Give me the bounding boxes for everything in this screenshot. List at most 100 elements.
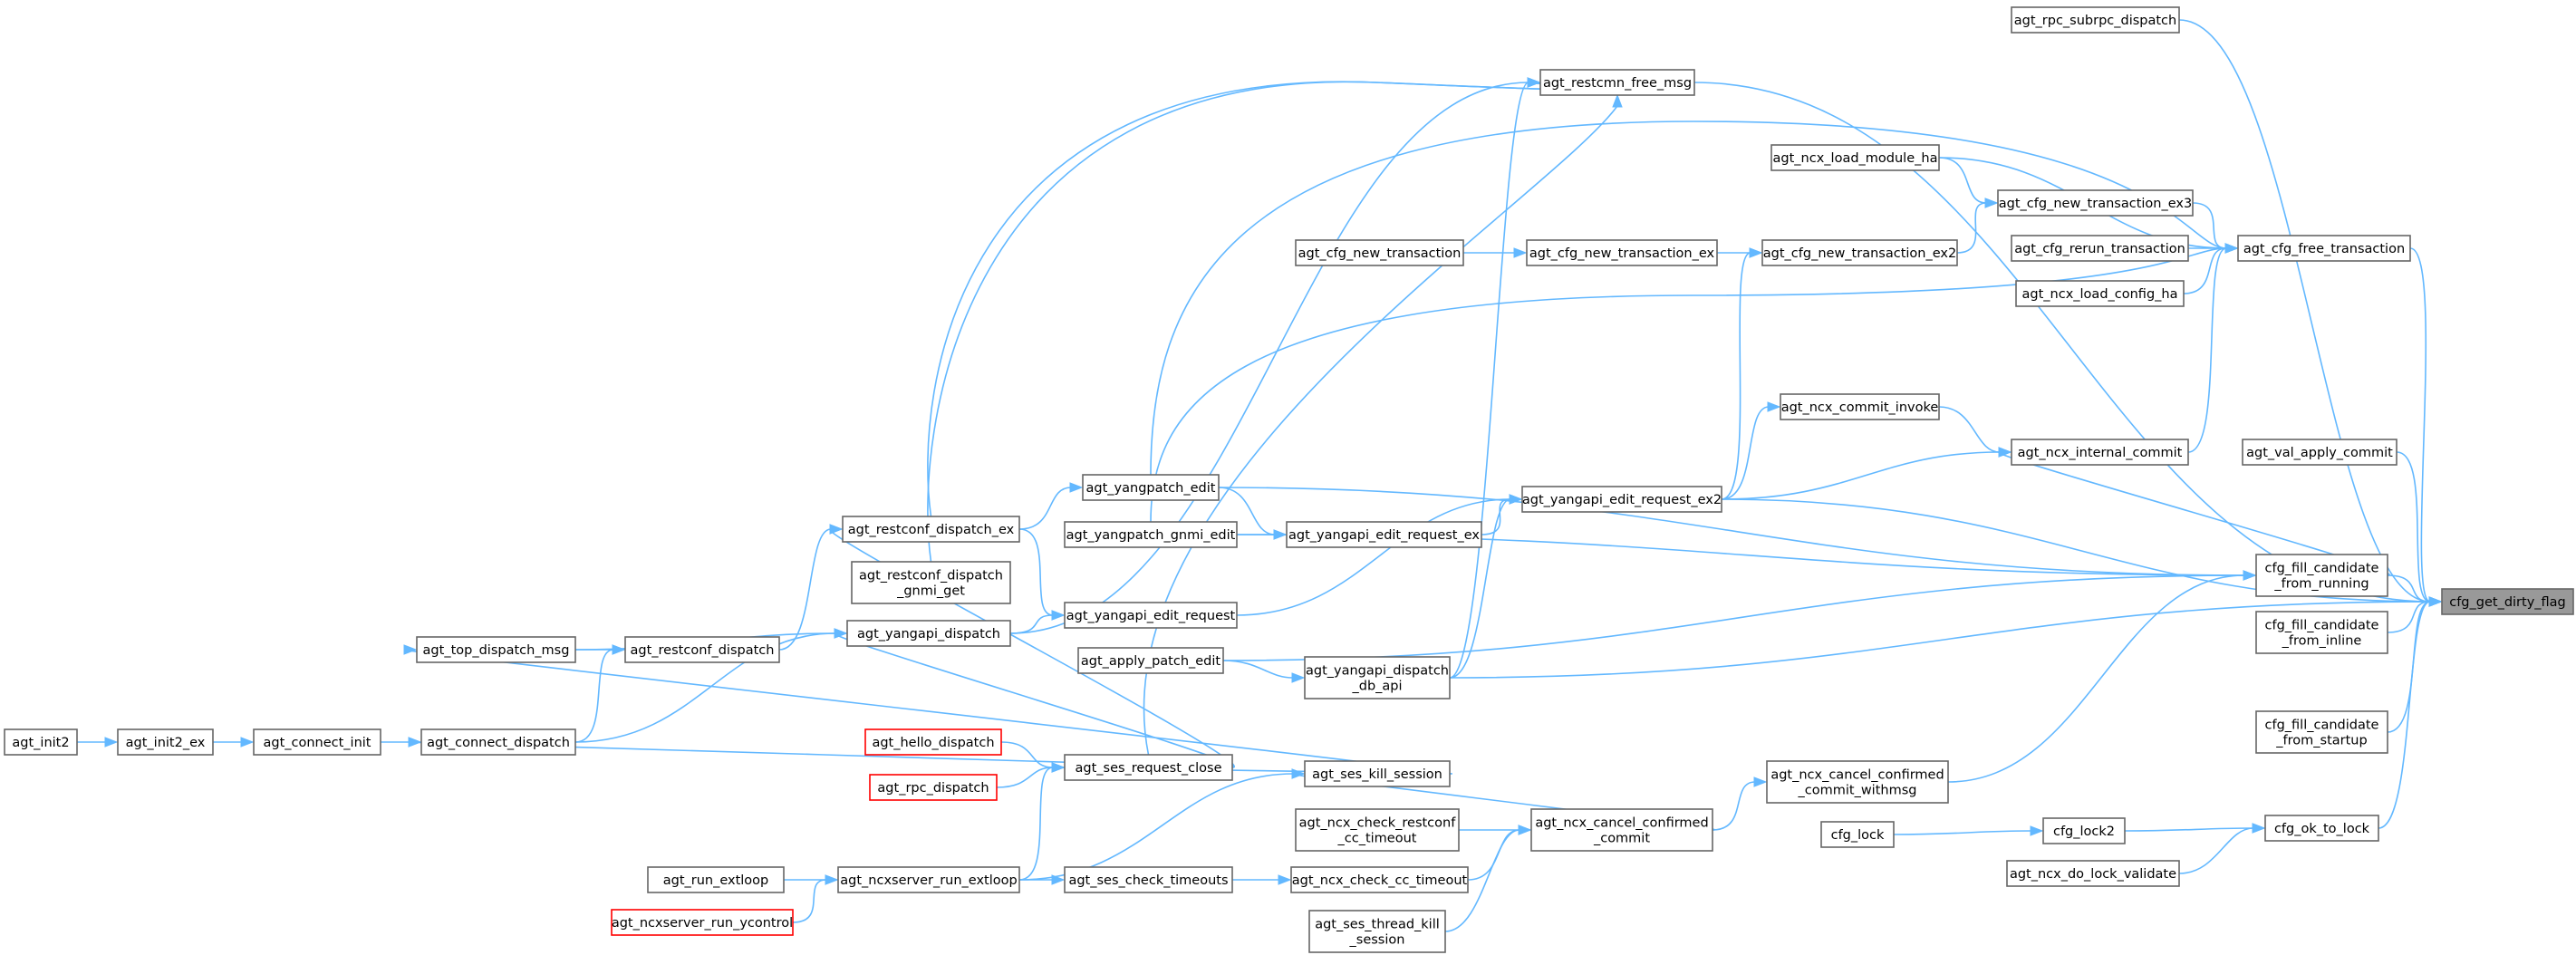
node-agt-ncx-cancel-confirmed-commit[interactable]: agt_ncx_cancel_confirmed_commit	[1530, 808, 1713, 852]
node-agt-ncx-do-lock-validate[interactable]: agt_ncx_do_lock_validate	[2006, 860, 2180, 887]
node-agt-cfg-rerun-transaction[interactable]: agt_cfg_rerun_transaction	[2011, 235, 2189, 262]
node-box	[2255, 554, 2388, 597]
node-agt-connect-init[interactable]: agt_connect_init	[253, 728, 381, 756]
node-agt-yangapi-edit-request-ex[interactable]: agt_yangapi_edit_request_ex	[1286, 521, 1482, 548]
edge-line	[1712, 781, 1756, 831]
node-agt-yangpatch-gnmi-edit[interactable]: agt_yangpatch_gnmi_edit	[1064, 521, 1238, 548]
edge-arrowhead	[1527, 77, 1541, 88]
node-box	[1766, 760, 1949, 804]
node-agt-ses-thread-kill-session[interactable]: agt_ses_thread_kill_session	[1308, 910, 1446, 953]
node-agt-restcmn-free-msg[interactable]: agt_restcmn_free_msg	[1539, 69, 1695, 96]
node-agt-ncx-internal-commit[interactable]: agt_ncx_internal_commit	[2011, 439, 2189, 466]
edge-line	[2187, 247, 2227, 453]
edge-line	[1893, 830, 2032, 835]
node-agt-ncx-check-cc-timeout[interactable]: agt_ncx_check_cc_timeout	[1290, 866, 1469, 893]
node-agt-top-dispatch-msg[interactable]: agt_top_dispatch_msg	[416, 636, 576, 663]
node-agt-init2[interactable]: agt_init2	[4, 728, 78, 756]
node-agt-ncxserver-run-ycontrol[interactable]: agt_ncxserver_run_ycontrol	[611, 909, 794, 936]
node-label: agt_restconf_dispatch	[859, 569, 1003, 584]
edge-arrowhead	[1984, 198, 1999, 208]
node-cfg-fill-candidate-from-startup[interactable]: cfg_fill_candidate_from_startup	[2255, 710, 2388, 754]
node-cfg-get-dirty-flag[interactable]: cfg_get_dirty_flag	[2441, 588, 2574, 615]
node-label: agt_ses_kill_session	[1312, 767, 1442, 782]
node-box	[837, 866, 1020, 893]
node-agt-yangapi-dispatch-db-api[interactable]: agt_yangapi_dispatch_db_api	[1304, 656, 1451, 699]
edge-line	[1236, 498, 1511, 616]
edge	[1721, 447, 2012, 500]
node-label: agt_val_apply_commit	[2246, 446, 2393, 460]
node-label: _from_running	[2273, 577, 2369, 592]
node-label: _commit_withmsg	[1798, 784, 1917, 798]
node-label: cfg_get_dirty_flag	[2449, 595, 2566, 610]
edge-arrowhead	[403, 644, 418, 655]
node-agt-ncx-load-module-ha[interactable]: agt_ncx_load_module_ha	[1770, 144, 1940, 171]
graph-edges	[76, 19, 2443, 932]
node-agt-ses-request-close[interactable]: agt_ses_request_close	[1064, 754, 1233, 781]
edge-arrowhead	[408, 737, 422, 748]
node-agt-run-extloop[interactable]: agt_run_extloop	[647, 866, 785, 893]
node-agt-yangapi-edit-request[interactable]: agt_yangapi_edit_request	[1064, 602, 1238, 629]
node-label: agt_ncx_commit_invoke	[1781, 400, 1939, 415]
node-cfg-lock[interactable]: cfg_lock	[1820, 821, 1895, 848]
edge-arrowhead	[1051, 610, 1066, 621]
node-box	[2264, 815, 2379, 842]
node-box	[1064, 866, 1233, 893]
node-agt-restconf-dispatch-gnmi-get[interactable]: agt_restconf_dispatch_gnmi_get	[851, 561, 1011, 604]
node-agt-ncx-check-restconf-cc-timeout[interactable]: agt_ncx_check_restconf_cc_timeout	[1295, 808, 1460, 852]
node-label: agt_ncxserver_run_ycontrol	[612, 916, 793, 931]
node-agt-ses-check-timeouts[interactable]: agt_ses_check_timeouts	[1064, 866, 1233, 893]
edge-arrowhead	[612, 644, 626, 655]
edge-line	[2192, 202, 2227, 249]
node-agt-restconf-dispatch-ex[interactable]: agt_restconf_dispatch_ex	[842, 516, 1020, 543]
node-agt-restconf-dispatch[interactable]: agt_restconf_dispatch	[624, 636, 780, 663]
node-agt-yangpatch-edit[interactable]: agt_yangpatch_edit	[1082, 474, 1220, 501]
node-agt-apply-patch-edit[interactable]: agt_apply_patch_edit	[1077, 647, 1224, 674]
node-cfg-ok-to-lock[interactable]: cfg_ok_to_lock	[2264, 815, 2379, 842]
node-label: agt_cfg_new_transaction_ex2	[1763, 246, 1956, 261]
node-label: agt_top_dispatch_msg	[423, 643, 570, 658]
node-label: agt_ncx_load_module_ha	[1773, 151, 1938, 166]
edge-arrowhead	[2243, 570, 2257, 581]
node-agt-ncx-commit-invoke[interactable]: agt_ncx_commit_invoke	[1780, 393, 1940, 420]
node-box	[1295, 808, 1460, 852]
node-agt-rpc-dispatch[interactable]: agt_rpc_dispatch	[869, 774, 998, 801]
edge	[2378, 596, 2443, 829]
edge-line	[1449, 498, 1511, 679]
edge-line	[1467, 829, 1520, 881]
node-agt-val-apply-commit[interactable]: agt_val_apply_commit	[2242, 439, 2398, 466]
node-agt-connect-dispatch[interactable]: agt_connect_dispatch	[420, 728, 576, 756]
node-agt-ncx-cancel-confirmed-commit-withmsg[interactable]: agt_ncx_cancel_confirmed_commit_withmsg	[1766, 760, 1949, 804]
node-agt-cfg-new-transaction-ex[interactable]: agt_cfg_new_transaction_ex	[1526, 239, 1718, 266]
node-agt-yangapi-edit-request-ex2[interactable]: agt_yangapi_edit_request_ex2	[1521, 486, 1722, 513]
edge-arrowhead	[834, 628, 848, 639]
node-agt-cfg-new-transaction-ex2[interactable]: agt_cfg_new_transaction_ex2	[1761, 239, 1958, 266]
node-cfg-lock2[interactable]: cfg_lock2	[2042, 817, 2126, 844]
node-agt-cfg-new-transaction[interactable]: agt_cfg_new_transaction	[1295, 239, 1464, 266]
node-agt-cfg-free-transaction[interactable]: agt_cfg_free_transaction	[2237, 235, 2411, 262]
node-agt-ncx-load-config-ha[interactable]: agt_ncx_load_config_ha	[2015, 280, 2185, 307]
node-box	[420, 728, 576, 756]
node-box	[851, 561, 1011, 604]
node-agt-ncxserver-run-extloop[interactable]: agt_ncxserver_run_extloop	[837, 866, 1020, 893]
edge	[1018, 762, 1066, 881]
edge-line	[1218, 487, 2245, 576]
node-cfg-fill-candidate-from-inline[interactable]: cfg_fill_candidate_from_inline	[2255, 611, 2388, 654]
node-agt-cfg-new-transaction-ex3[interactable]: agt_cfg_new_transaction_ex3	[1997, 189, 2194, 217]
node-label: agt_ncx_do_lock_validate	[2010, 867, 2176, 882]
node-box	[2011, 235, 2189, 262]
edge	[574, 644, 626, 743]
node-cfg-fill-candidate-from-running[interactable]: cfg_fill_candidate_from_running	[2255, 554, 2388, 597]
edge-line	[1449, 601, 2431, 679]
node-agt-hello-dispatch[interactable]: agt_hello_dispatch	[864, 728, 1002, 756]
edge	[1009, 77, 1541, 634]
node-agt-rpc-subrpc-dispatch[interactable]: agt_rpc_subrpc_dispatch	[2011, 6, 2180, 34]
edge-line	[1018, 487, 1072, 530]
edge-line	[2178, 827, 2254, 874]
edge-arrowhead	[1518, 825, 1532, 835]
node-agt-yangapi-dispatch[interactable]: agt_yangapi_dispatch	[846, 620, 1011, 647]
node-label: _cc_timeout	[1337, 832, 1417, 846]
node-agt-init2-ex[interactable]: agt_init2_ex	[117, 728, 214, 756]
node-agt-ses-kill-session[interactable]: agt_ses_kill_session	[1304, 760, 1451, 787]
node-box	[1077, 647, 1224, 674]
